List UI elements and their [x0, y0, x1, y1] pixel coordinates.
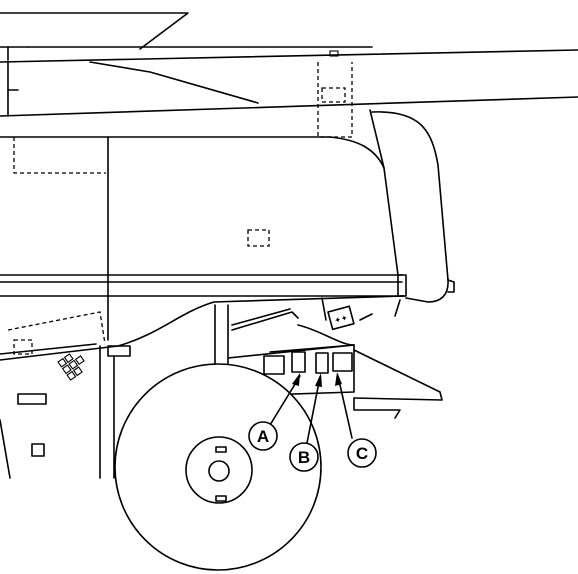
lower-frame: [0, 295, 405, 479]
callout-a-label: A: [257, 427, 269, 446]
module-a: [291, 351, 306, 373]
front-wheel: [114, 363, 322, 571]
grain-tank: [0, 12, 373, 61]
svg-text:✦✦: ✦✦: [333, 313, 349, 325]
switch-modules: [263, 351, 353, 375]
side-decals: ✦✦: [17, 305, 355, 457]
callout-c: C: [347, 438, 377, 468]
callout-b-label: B: [298, 448, 310, 467]
module-c: [332, 352, 353, 372]
callout-c-label: C: [356, 444, 368, 463]
control-housing: [227, 297, 443, 419]
callout-leaders: [269, 372, 353, 444]
rear-hood: [371, 111, 455, 303]
unloading-auger: [0, 49, 578, 117]
module-extra: [263, 355, 285, 375]
module-b: [315, 352, 329, 374]
callout-b: B: [289, 442, 319, 472]
callout-a: A: [248, 421, 278, 451]
